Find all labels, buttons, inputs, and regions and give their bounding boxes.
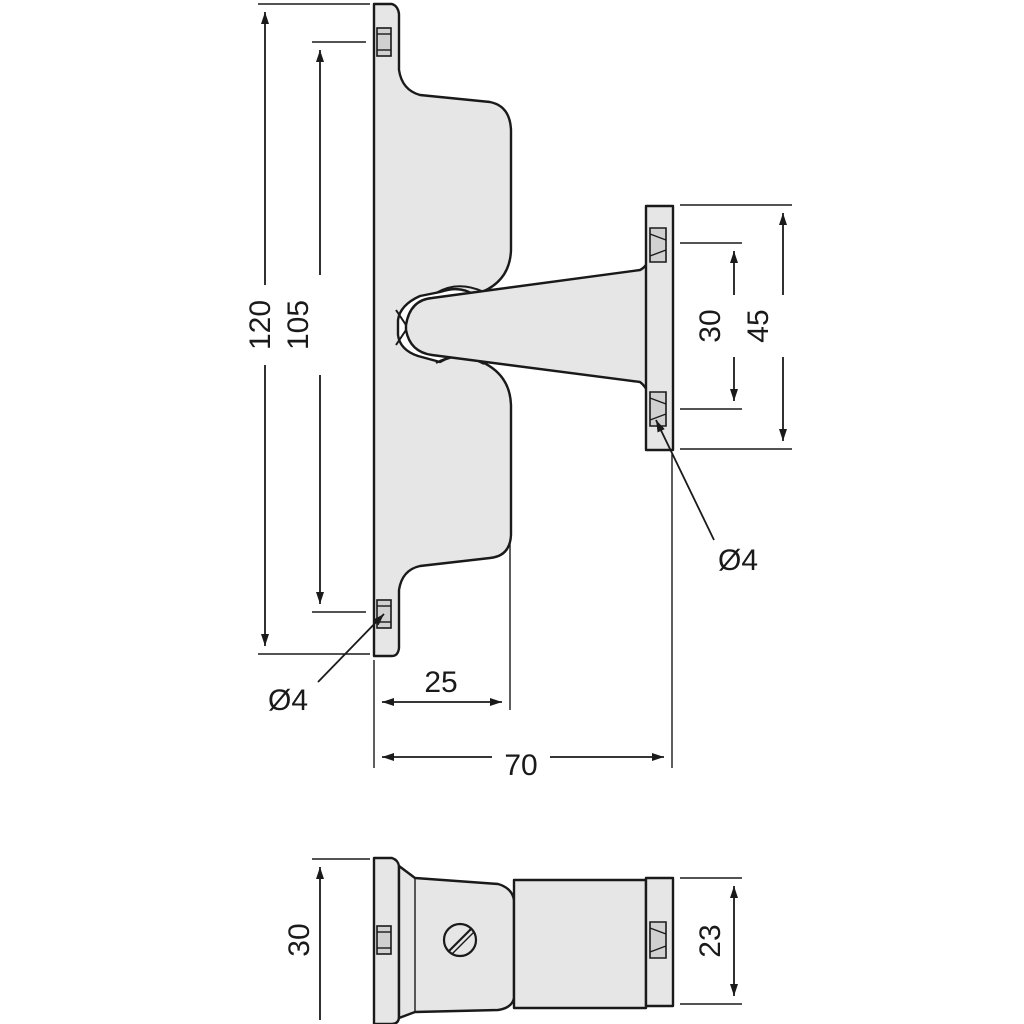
dim-side-plate-height: 23	[680, 877, 742, 1005]
dim-30-right-label: 30	[694, 309, 727, 342]
dim-30-bottom-label: 30	[283, 923, 316, 956]
side-wall-hole	[376, 925, 392, 955]
door-plate-top-hole	[649, 227, 667, 263]
dim-side-height: 30	[283, 858, 370, 1020]
dim-45-label: 45	[742, 309, 775, 342]
dim-hole-spacing-left: 105	[282, 41, 366, 613]
leader-left-hole: Ø4	[268, 613, 385, 717]
side-plate-hole	[649, 921, 667, 959]
dim-120-label: 120	[244, 300, 277, 350]
left-top-hole	[376, 27, 392, 57]
dim-overall-height: 120	[244, 3, 370, 655]
dim-diameter-left-label: Ø4	[268, 684, 308, 717]
dim-23-label: 23	[694, 924, 727, 957]
left-plate-body	[372, 2, 513, 658]
side-view: 30 23	[283, 856, 742, 1024]
dim-105-label: 105	[282, 300, 315, 350]
dim-25-label: 25	[424, 666, 457, 699]
door-plate-bottom-hole	[649, 391, 667, 427]
screw-icon	[442, 922, 478, 958]
top-view: 120 105 30 45 Ø4	[244, 2, 797, 782]
dim-70-label: 70	[504, 749, 537, 782]
dim-door-plate-height: 45	[680, 204, 797, 450]
dim-door-hole-spacing: 30	[680, 242, 748, 410]
upper-roller	[435, 285, 485, 294]
leader-right-hole: Ø4	[655, 419, 758, 577]
dim-body-depth: 25	[373, 540, 511, 768]
dim-overall-width: 70	[382, 454, 673, 782]
dim-diameter-right-label: Ø4	[718, 544, 758, 577]
side-tongue	[512, 878, 648, 1010]
tongue-tip	[395, 309, 407, 346]
